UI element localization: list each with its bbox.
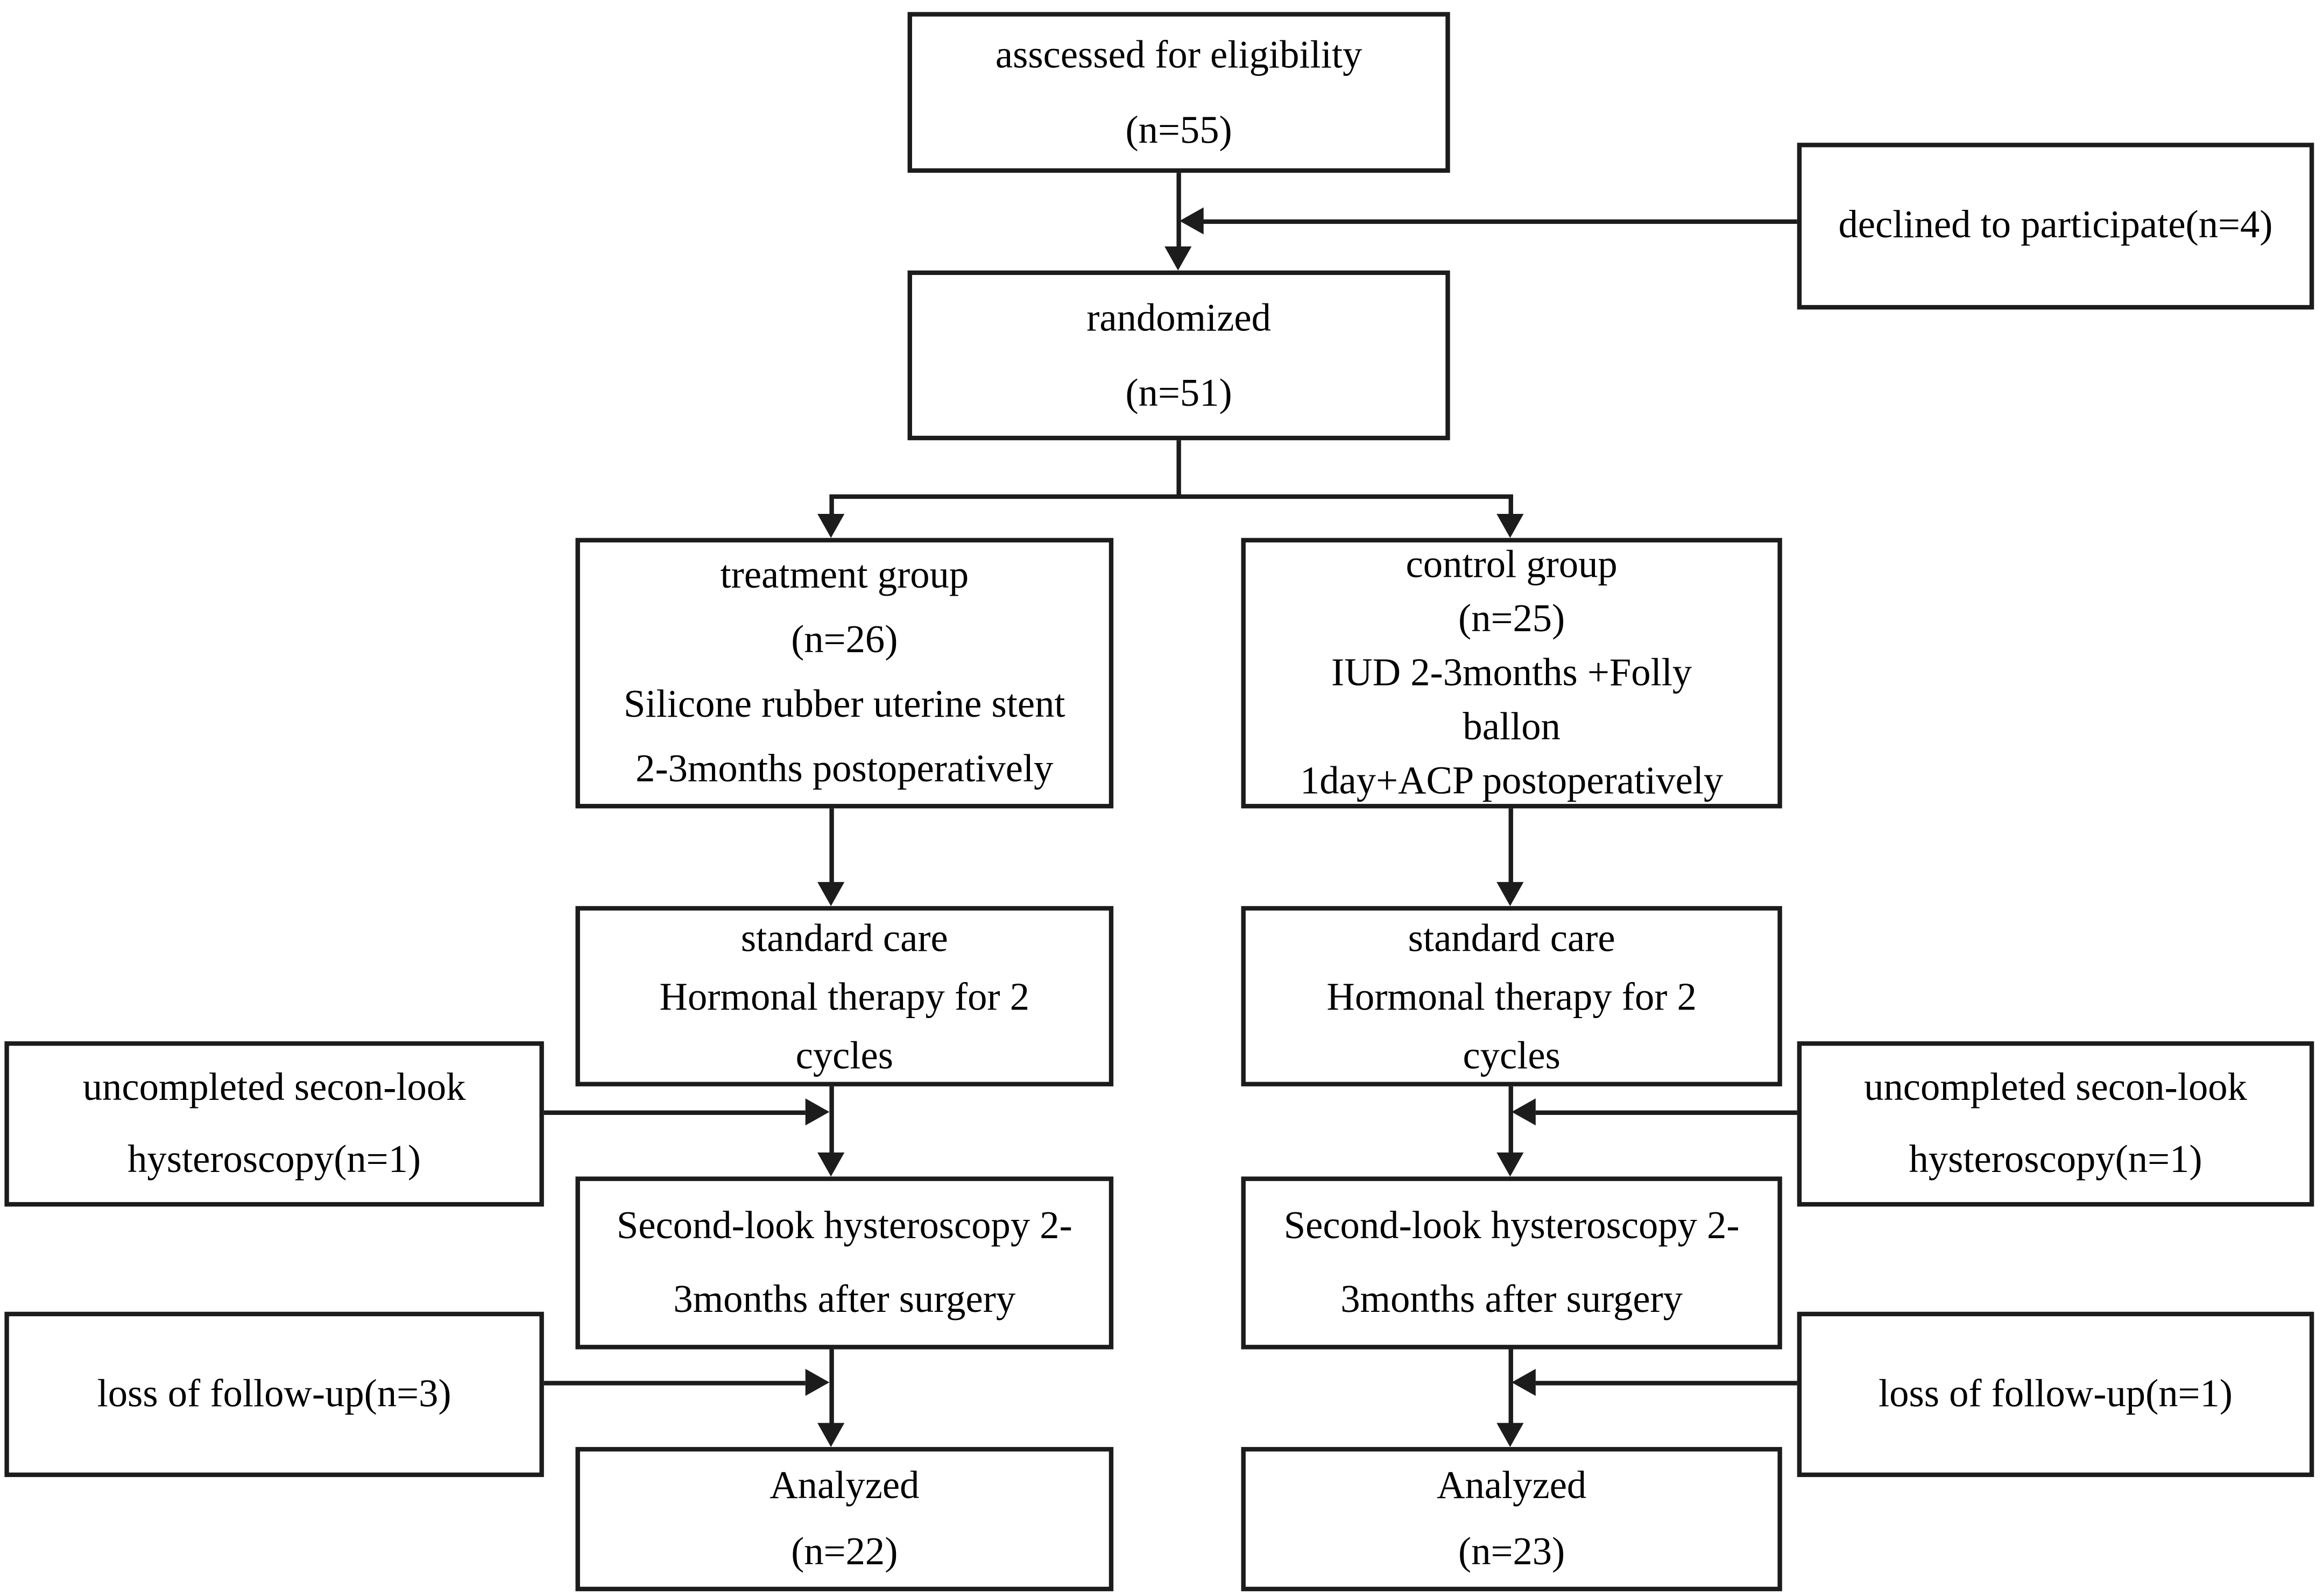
box-line: 1day+ACP postoperatively — [1300, 758, 1724, 802]
box-line: (n=25) — [1458, 597, 1565, 641]
box-line: 3months after surgery — [1340, 1276, 1683, 1320]
box-line: IUD 2-3months +Folly — [1331, 651, 1692, 695]
arrowhead-into-standardcare-right — [1496, 882, 1524, 906]
box-line: (n=55) — [1125, 107, 1232, 151]
box-line: standard care — [1408, 915, 1615, 959]
box-line: loss of follow-up(n=3) — [97, 1372, 451, 1416]
box-line: Second-look hysteroscopy 2- — [1283, 1204, 1740, 1248]
connector-uncompleted-right-line — [1535, 1110, 1797, 1115]
arrowhead-into-control — [1496, 514, 1524, 538]
box-line: uncompleted secon-look — [1864, 1065, 2247, 1109]
arrowhead-into-analyzed-right — [1496, 1423, 1524, 1447]
box-line: Hormonal therapy for 2 — [1326, 974, 1697, 1018]
box-line: treatment group — [720, 553, 969, 597]
box-line: (n=51) — [1125, 370, 1232, 414]
arrowhead-into-secondlook-right — [1496, 1152, 1524, 1177]
box-line: 2-3months postoperatively — [636, 746, 1054, 790]
box-line: 3months after surgery — [673, 1276, 1016, 1320]
box-line: (n=23) — [1458, 1529, 1565, 1573]
box-line: control group — [1406, 542, 1618, 587]
connector-loss-left-line — [543, 1381, 806, 1386]
box-standard-care-right: standard care Hormonal therapy for 2 cyc… — [1241, 906, 1782, 1086]
box-randomized: randomized (n=51) — [907, 270, 1450, 441]
box-line: Second-look hysteroscopy 2- — [616, 1204, 1072, 1248]
connector-control-standardcare — [1508, 808, 1513, 885]
box-assessed-eligibility: asscessed for eligibility (n=55) — [907, 12, 1450, 173]
box-analyzed-left: Analyzed (n=22) — [575, 1447, 1114, 1592]
connector-treatment-standardcare — [829, 808, 834, 885]
connector-split-bar — [829, 494, 1513, 499]
arrowhead-into-standardcare-left — [817, 882, 845, 906]
box-line: declined to participate(n=4) — [1838, 203, 2273, 248]
connector-loss-right-line — [1535, 1381, 1797, 1386]
box-line: randomized — [1086, 296, 1271, 340]
box-line: ballon — [1463, 704, 1561, 748]
box-line: Analyzed — [769, 1463, 920, 1507]
box-uncompleted-secondlook-left: uncompleted secon-look hysteroscopy(n=1) — [4, 1041, 544, 1207]
box-loss-followup-left: loss of follow-up(n=3) — [4, 1311, 544, 1477]
arrowhead-into-analyzed-left — [817, 1423, 845, 1447]
arrowhead-into-randomized — [1164, 246, 1192, 271]
box-line: cycles — [1463, 1033, 1561, 1077]
connector-randomized-stem — [1176, 440, 1181, 498]
box-uncompleted-secondlook-right: uncompleted secon-look hysteroscopy(n=1) — [1797, 1041, 2314, 1207]
connector-secondlook-analyzed-right — [1508, 1349, 1513, 1426]
arrowhead-into-secondlook-left — [817, 1152, 845, 1177]
connector-secondlook-analyzed-left — [829, 1349, 834, 1426]
box-line: hysteroscopy(n=1) — [1909, 1137, 2202, 1181]
arrowhead-uncompleted-right-junction — [1512, 1098, 1536, 1126]
box-line: (n=22) — [791, 1529, 898, 1573]
box-loss-followup-right: loss of follow-up(n=1) — [1797, 1311, 2314, 1477]
box-line: uncompleted secon-look — [82, 1065, 466, 1109]
box-line: Analyzed — [1437, 1463, 1587, 1507]
connector-split-right-stub — [1508, 496, 1513, 515]
arrowhead-loss-right-junction — [1512, 1368, 1536, 1396]
box-line: asscessed for eligibility — [995, 33, 1362, 77]
box-control-group: control group (n=25) IUD 2-3months +Foll… — [1241, 538, 1782, 809]
connector-standardcare-secondlook-left — [829, 1086, 834, 1156]
connector-split-left-stub — [829, 496, 834, 515]
box-secondlook-hysteroscopy-left: Second-look hysteroscopy 2- 3months afte… — [575, 1176, 1114, 1350]
box-declined-to-participate: declined to participate(n=4) — [1797, 143, 2314, 310]
box-line: standard care — [740, 915, 948, 959]
arrowhead-into-treatment — [817, 514, 845, 538]
box-line: hysteroscopy(n=1) — [128, 1137, 421, 1181]
box-secondlook-hysteroscopy-right: Second-look hysteroscopy 2- 3months afte… — [1241, 1176, 1782, 1350]
connector-uncompleted-left-line — [543, 1110, 806, 1115]
arrowhead-loss-left-junction — [805, 1368, 830, 1396]
box-treatment-group: treatment group (n=26) Silicone rubber u… — [575, 538, 1114, 809]
arrowhead-declined-junction — [1180, 207, 1204, 235]
connector-eligibility-randomized — [1176, 173, 1181, 251]
box-line: (n=26) — [791, 617, 898, 661]
box-line: loss of follow-up(n=1) — [1878, 1372, 2233, 1416]
box-line: Silicone rubber uterine stent — [624, 682, 1065, 726]
connector-declined-line — [1201, 219, 1797, 224]
box-analyzed-right: Analyzed (n=23) — [1241, 1447, 1782, 1592]
box-line: Hormonal therapy for 2 — [659, 974, 1030, 1018]
connector-standardcare-secondlook-right — [1508, 1086, 1513, 1156]
box-standard-care-left: standard care Hormonal therapy for 2 cyc… — [575, 906, 1114, 1086]
arrowhead-uncompleted-left-junction — [805, 1098, 830, 1126]
box-line: cycles — [795, 1033, 894, 1077]
